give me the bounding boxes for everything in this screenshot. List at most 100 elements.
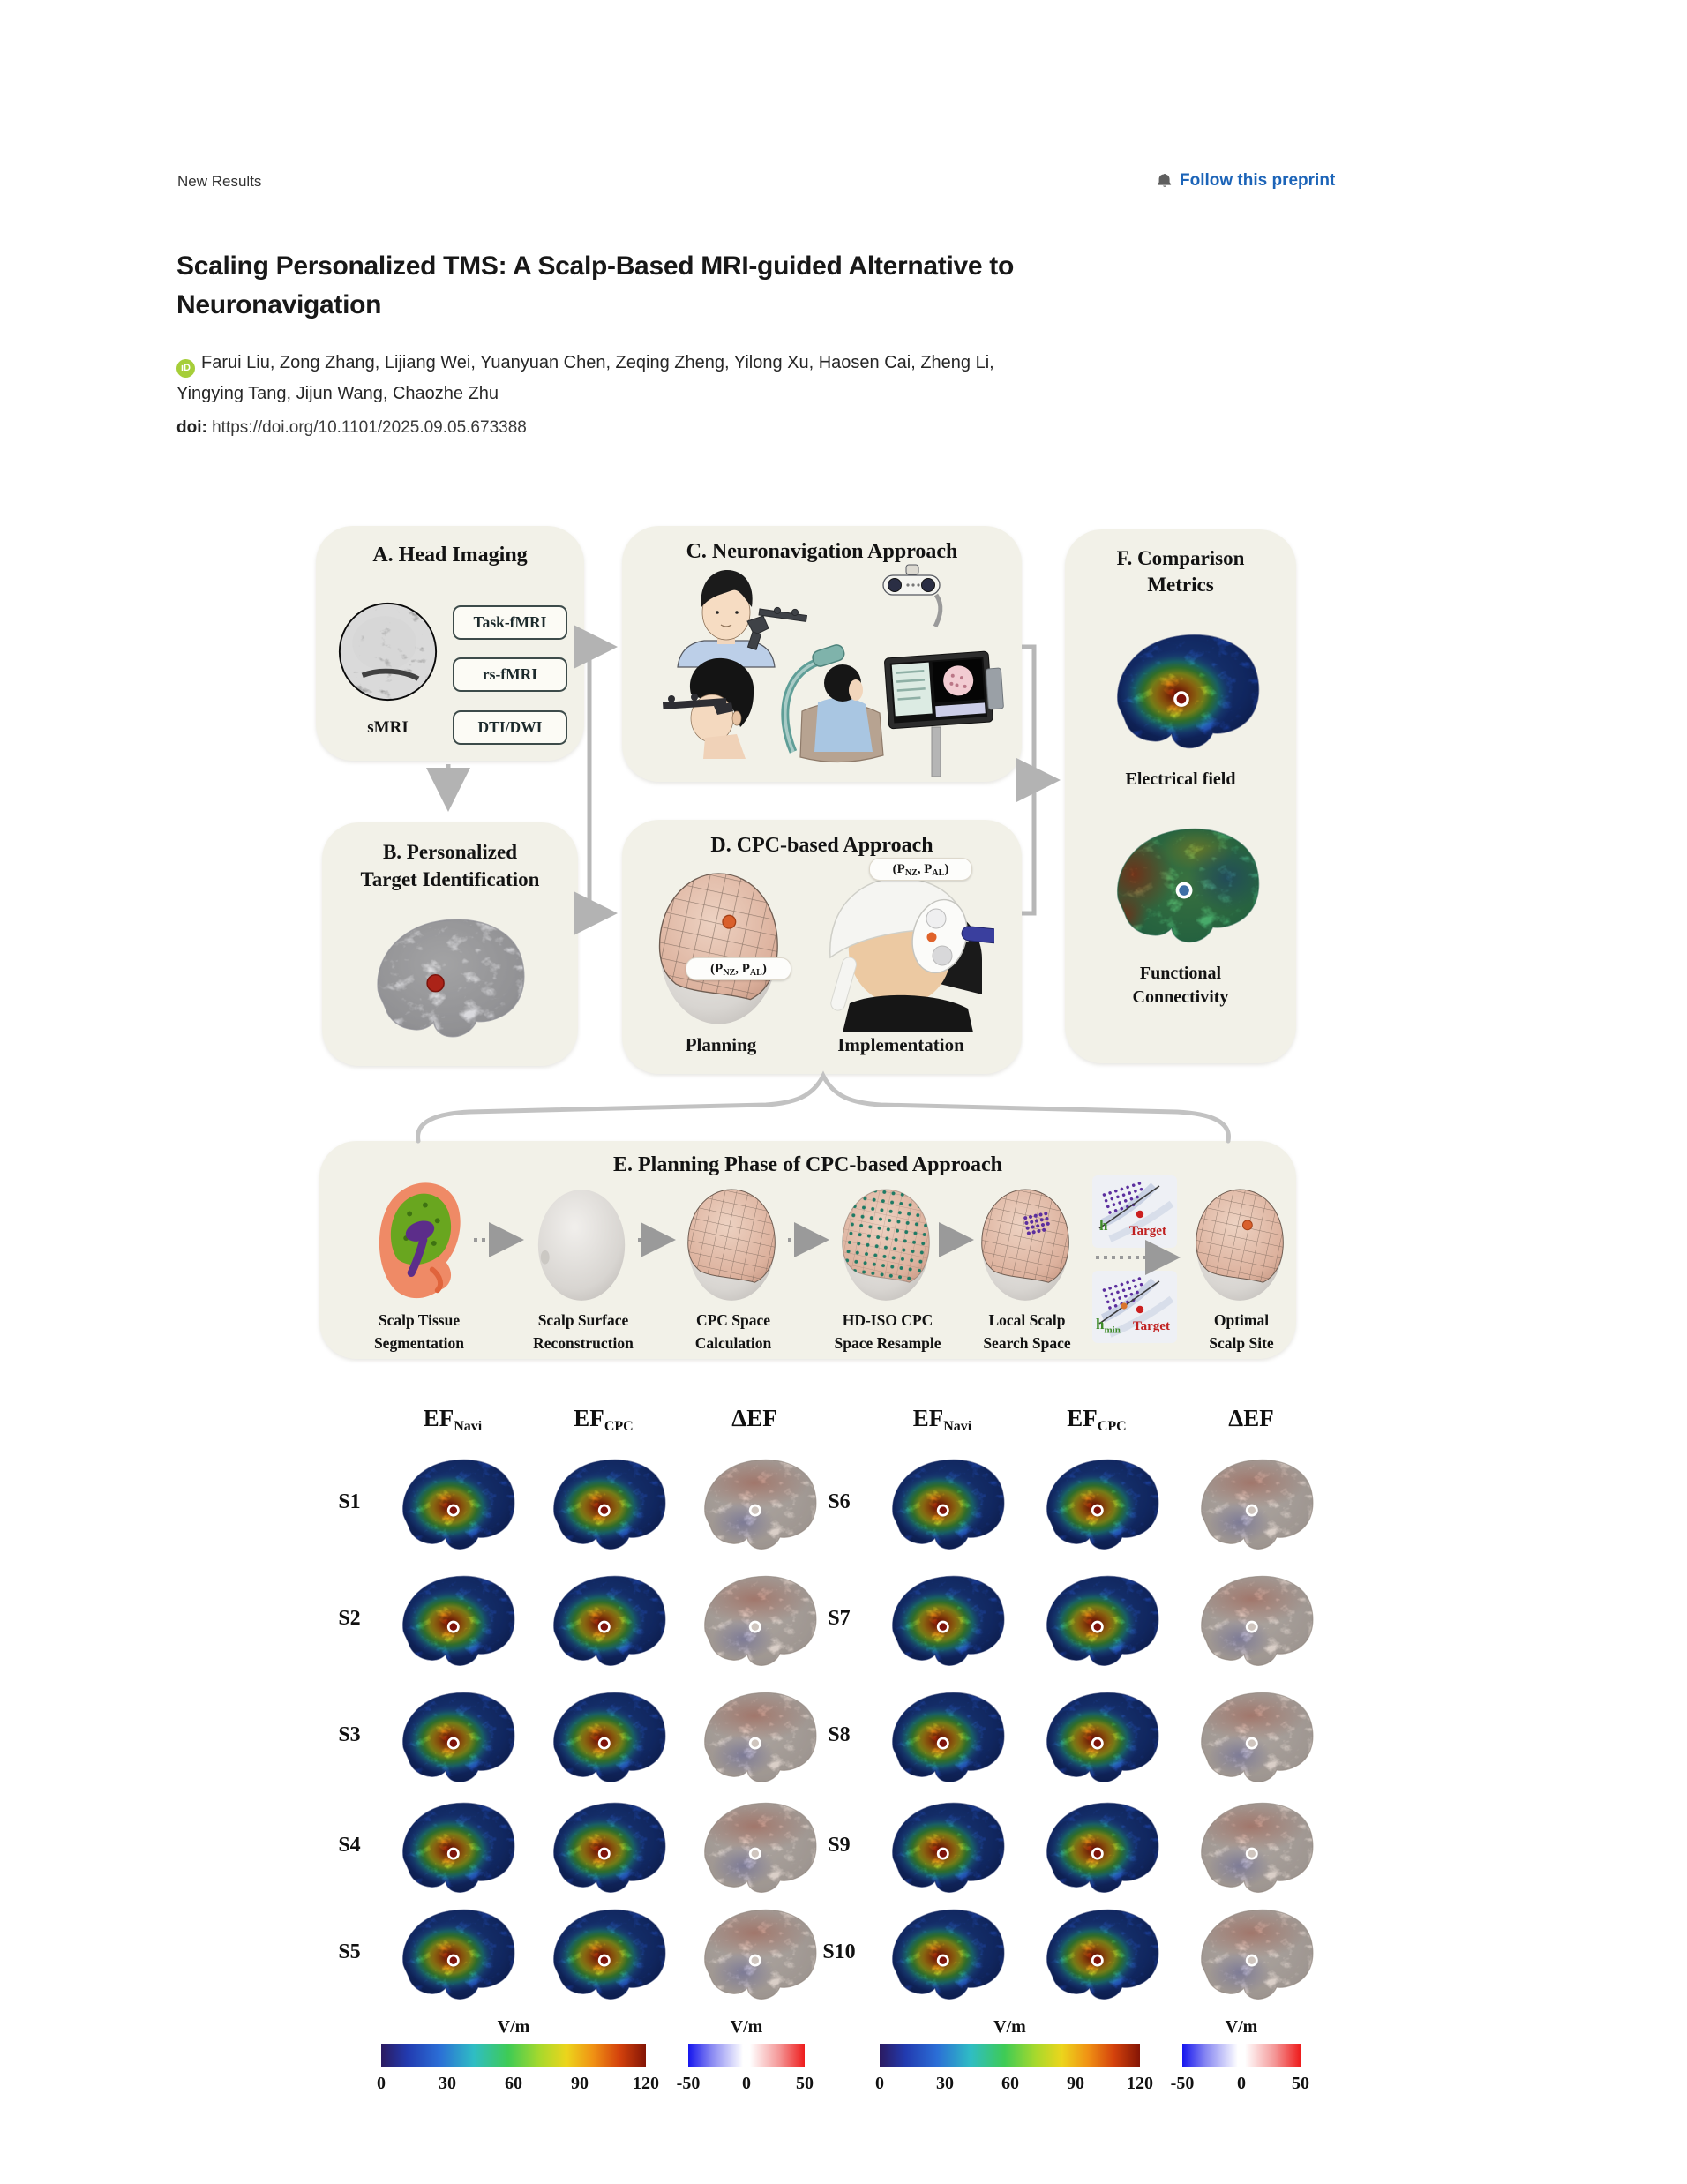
coil-target-dot	[926, 932, 937, 942]
brace-d-to-e	[416, 1070, 1231, 1144]
ef-cpc-brain-s9	[1026, 1792, 1167, 1905]
col-header-ef-cpc-right: EFCPC	[1067, 1405, 1127, 1434]
implementation-label: Implementation	[837, 1034, 964, 1055]
ef-cpc-brain-s10	[1026, 1899, 1167, 2012]
tick: 50	[1292, 2074, 1309, 2093]
tick: 30	[936, 2074, 954, 2093]
cpc-implementation-photo	[829, 876, 994, 1032]
ef-navi-brain-s10	[872, 1899, 1013, 2012]
row-label-s8: S8	[828, 1723, 851, 1746]
jet-colorbar-left	[381, 2044, 646, 2067]
col-header-delta-ef-right: ΔEF	[1228, 1405, 1274, 1431]
h-min-label-bottom: hmin	[1096, 1316, 1121, 1336]
target-brain-image	[349, 905, 537, 1054]
tick: 0	[742, 2074, 751, 2093]
jet-colorbar-unit-right: V/m	[993, 2017, 1026, 2037]
diff-colorbar-right	[1182, 2044, 1301, 2067]
modality-box-dti-dwi: DTI/DWI	[453, 710, 567, 745]
col-header-ef-cpc-left: EFCPC	[574, 1405, 634, 1434]
col-header-delta-ef-left: ΔEF	[731, 1405, 777, 1431]
tick: 120	[1127, 2074, 1153, 2093]
delta-ef-brain-s9	[1181, 1792, 1322, 1905]
doi-line: doi: https://doi.org/10.1101/2025.09.05.…	[176, 418, 527, 438]
ef-cpc-brain-s6	[1026, 1449, 1167, 1562]
tick: 90	[1067, 2074, 1084, 2093]
doi-link[interactable]: https://doi.org/10.1101/2025.09.05.67338…	[212, 418, 527, 437]
step-scalp-surface-image	[537, 1190, 626, 1301]
connector-cd-merge	[1022, 644, 1037, 916]
tick: 50	[796, 2074, 814, 2093]
monitor-brain-view	[943, 665, 974, 696]
ef-navi-brain-s2	[382, 1565, 523, 1678]
delta-ef-brain-s1	[684, 1449, 825, 1562]
doi-label: doi:	[176, 418, 207, 437]
head-tracker-device	[663, 694, 733, 715]
ef-navi-brain-s1	[382, 1449, 523, 1562]
patient-profile-hair	[689, 657, 754, 727]
row-label-s3: S3	[338, 1723, 361, 1746]
follow-this-preprint-link[interactable]: Follow this preprint	[1156, 171, 1335, 191]
ef-cpc-brain-s8	[1026, 1682, 1167, 1795]
smri-label: sMRI	[367, 718, 409, 737]
delta-ef-brain-s7	[1181, 1565, 1322, 1678]
patient-front-hair	[701, 570, 753, 607]
delta-ef-brain-s4	[684, 1792, 825, 1905]
author-line-2: Yingying Tang, Jijun Wang, Chaozhe Zhu	[176, 384, 499, 403]
target-label-bottom: Target	[1133, 1319, 1170, 1333]
ef-cpc-brain-s4	[533, 1792, 674, 1905]
modality-box-rs-fmri: rs-fMRI	[453, 657, 567, 692]
orcid-icon[interactable]: iD	[176, 359, 195, 378]
step-scalp-tissue-segmentation-image	[370, 1175, 469, 1306]
cpc-coordinate-label-planning: (PNZ, PAL)	[686, 957, 791, 980]
tms-coil	[812, 644, 845, 667]
electrical-field-label: Electrical field	[1125, 769, 1236, 789]
panel-f-comparison-metrics: F. Comparison Metrics Electrical field F…	[1065, 529, 1296, 1063]
section-kicker: New Results	[177, 173, 262, 190]
tick: 120	[633, 2074, 659, 2093]
delta-ef-brain-s6	[1181, 1449, 1322, 1562]
delta-ef-brain-s10	[1181, 1899, 1322, 2012]
panel-f-title: F. Comparison Metrics	[1116, 547, 1245, 596]
tick: 30	[439, 2074, 456, 2093]
panel-b-title: B. Personalized Target Identification	[360, 841, 540, 890]
neuronavigation-illustration	[663, 564, 1004, 777]
panel-c-neuronavigation: C. Neuronavigation Approach	[622, 526, 1022, 782]
panel-a-title: A. Head Imaging	[372, 544, 528, 567]
panel-e-title: E. Planning Phase of CPC-based Approach	[613, 1153, 1002, 1176]
navigation-monitor	[884, 650, 1004, 730]
follow-this-preprint-label: Follow this preprint	[1180, 171, 1336, 190]
modality-box-task-fmri: Task-fMRI	[453, 605, 567, 640]
delta-ef-brain-s5	[684, 1899, 825, 2012]
ef-cpc-brain-s5	[533, 1899, 674, 2012]
camera-mount-arm	[933, 593, 943, 628]
patient-profile-neck	[703, 734, 746, 759]
h-label-top: h	[1099, 1217, 1108, 1234]
tick: 90	[571, 2074, 589, 2093]
panel-c-title: C. Neuronavigation Approach	[686, 540, 958, 563]
tick: 60	[1001, 2074, 1019, 2093]
delta-ef-brain-s8	[1181, 1682, 1322, 1795]
ef-cpc-brain-s7	[1026, 1565, 1167, 1678]
tick: 0	[1237, 2074, 1246, 2093]
ef-navi-brain-s5	[382, 1899, 523, 2012]
row-label-s5: S5	[338, 1940, 361, 1963]
step-local-search-image	[975, 1179, 1079, 1304]
delta-ef-brain-s2	[684, 1565, 825, 1678]
electrical-field-brain	[1088, 621, 1273, 764]
jet-colorbar-unit-left: V/m	[497, 2017, 530, 2037]
tick: -50	[676, 2074, 701, 2093]
ef-cpc-brain-s1	[533, 1449, 674, 1562]
tick: 60	[505, 2074, 522, 2093]
ef-navi-brain-s7	[872, 1565, 1013, 1678]
diff-colorbar-unit-left: V/m	[730, 2017, 763, 2037]
coil-handle	[961, 926, 994, 944]
col-header-ef-navi-left: EFNavi	[423, 1405, 483, 1434]
ef-navi-brain-s3	[382, 1682, 523, 1795]
